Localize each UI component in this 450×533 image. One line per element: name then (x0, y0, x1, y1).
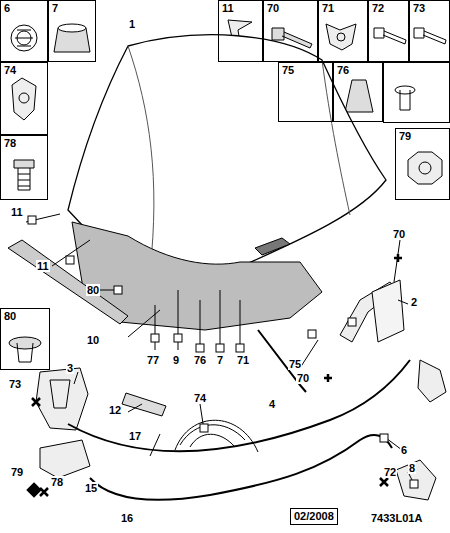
callout-number: 70 (296, 372, 310, 384)
callout-number: 80 (3, 310, 17, 322)
part-tile: 71 (318, 0, 368, 62)
callout-number: 70 (392, 228, 406, 240)
callout-number: 74 (3, 64, 17, 76)
callout-number: 79 (10, 466, 24, 478)
callout-number: 12 (108, 404, 122, 416)
part-tile: 76 (333, 62, 383, 122)
callout-number: 4 (268, 398, 276, 410)
callout-number: 72 (383, 466, 397, 478)
part-tile: 80 (0, 308, 50, 370)
callout-number: 11 (10, 206, 24, 218)
callout-number: 7 (51, 2, 59, 14)
date-code: 02/2008 (291, 509, 337, 524)
callout-number: 78 (50, 476, 64, 488)
part-tile: 75 (278, 62, 333, 122)
callout-number: 6 (400, 444, 408, 456)
callout-number: 75 (288, 358, 302, 370)
tile-icons (9, 20, 446, 362)
callout-number: 75 (281, 64, 295, 76)
callout-number: 76 (193, 354, 207, 366)
part-tile: 74 (0, 62, 48, 135)
callout-number: 71 (236, 354, 250, 366)
part-tile: 79 (395, 128, 450, 200)
callout-number: 7 (216, 354, 224, 366)
callout-number: 16 (120, 512, 134, 524)
part-tile: 73 (409, 0, 450, 62)
part-tile: 70 (263, 0, 318, 62)
part-tile: 72 (368, 0, 409, 62)
callout-number: 15 (84, 482, 98, 494)
callout-number: 71 (321, 2, 335, 14)
callout-number: 78 (3, 137, 17, 149)
callout-number: 80 (86, 284, 100, 296)
callout-number: 11 (221, 2, 235, 14)
callout-number: 3 (66, 362, 74, 374)
callout-number: 72 (371, 2, 385, 14)
fastener-markers (28, 254, 402, 496)
callout-number: 77 (146, 354, 160, 366)
drawing-number: 7433L01A (370, 512, 423, 524)
callout-number: 74 (193, 392, 207, 404)
callout-number: 10 (86, 334, 100, 346)
callout-number: 17 (128, 430, 142, 442)
callout-number: 6 (3, 2, 11, 14)
date-box: 02/2008 (290, 508, 338, 525)
part-tile: 78 (0, 135, 48, 200)
callout-number: 2 (410, 296, 418, 308)
callout-number: 8 (408, 462, 416, 474)
part-tile: 7 (48, 0, 96, 62)
callout-number: 70 (266, 2, 280, 14)
part-tile (384, 63, 450, 123)
release-cable (68, 360, 410, 451)
callout-number: 11 (36, 260, 50, 272)
callout-number: 76 (336, 64, 350, 76)
callout-number: 1 (128, 18, 136, 30)
part-tile: 6 (0, 0, 48, 62)
part-tile: 11 (218, 0, 263, 62)
leader-lines (26, 214, 418, 488)
callout-number: 9 (172, 354, 180, 366)
callout-number: 79 (398, 130, 412, 142)
callout-number: 73 (8, 378, 22, 390)
callout-number: 73 (412, 2, 426, 14)
